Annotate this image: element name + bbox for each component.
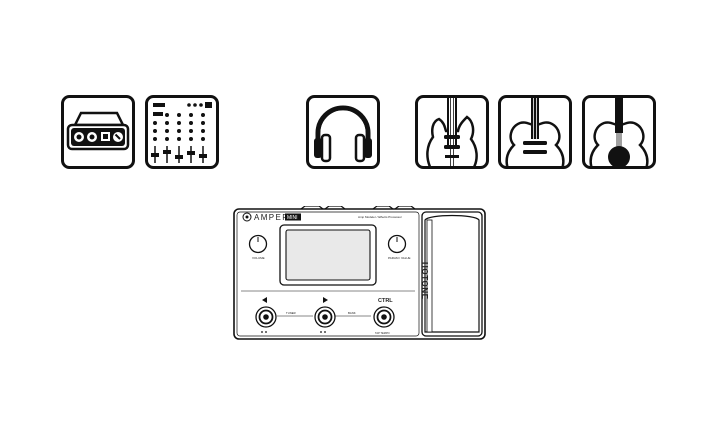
indicator-dots (261, 331, 326, 333)
classical-guitar-icon (582, 95, 656, 169)
volume-knob[interactable] (248, 234, 268, 254)
param-value-knob[interactable] (387, 234, 407, 254)
top-jack-bump (394, 206, 416, 210)
brand-logo: AMPERO (254, 213, 297, 222)
headphones-icon (306, 95, 380, 169)
arrow-left-icon (262, 297, 267, 303)
arrow-right-icon (323, 297, 328, 303)
ampero-mini-device: AMPERO MINI Amp Modeler / Effects Proces… (233, 206, 487, 340)
top-jack-bump (324, 206, 346, 210)
mixer-tile (145, 95, 219, 169)
classical-guitar-tile (582, 95, 656, 169)
volume-knob-label: VOLUME (252, 256, 265, 260)
electric-guitar-tile (415, 95, 489, 169)
tuner-label: TUNER (286, 311, 296, 315)
expression-pedal[interactable] (424, 214, 480, 333)
footswitch-ctrl[interactable] (373, 306, 395, 328)
footswitch-middle[interactable] (314, 306, 336, 328)
device-illustration: AMPERO MINI Amp Modeler / Effects Proces… (233, 206, 486, 340)
audio-interface-tile (61, 95, 135, 169)
touch-screen[interactable] (285, 229, 371, 281)
tap-tempo-label: TAP TEMPO (375, 331, 390, 335)
mixer-icon (145, 95, 219, 169)
acoustic-guitar-icon (498, 95, 572, 169)
brand-logo-icon (242, 212, 252, 222)
electric-guitar-icon (415, 95, 489, 169)
param-value-knob-label: PARAM / VALUE (388, 256, 411, 260)
model-badge-bg (285, 213, 301, 221)
footswitch-left[interactable] (255, 306, 277, 328)
top-jack-bump (300, 206, 324, 210)
audio-interface-icon (61, 95, 135, 169)
model-badge: MINI (287, 215, 298, 221)
headphones-tile (306, 95, 380, 169)
pedal-brand: HOTONE (420, 262, 429, 300)
ctrl-label: CTRL (378, 298, 393, 304)
acoustic-guitar-tile (498, 95, 572, 169)
device-subtitle: Amp Modeler / Effects Processor (358, 215, 402, 219)
top-jack-bump (372, 206, 394, 210)
bank-label: BANK (348, 311, 356, 315)
